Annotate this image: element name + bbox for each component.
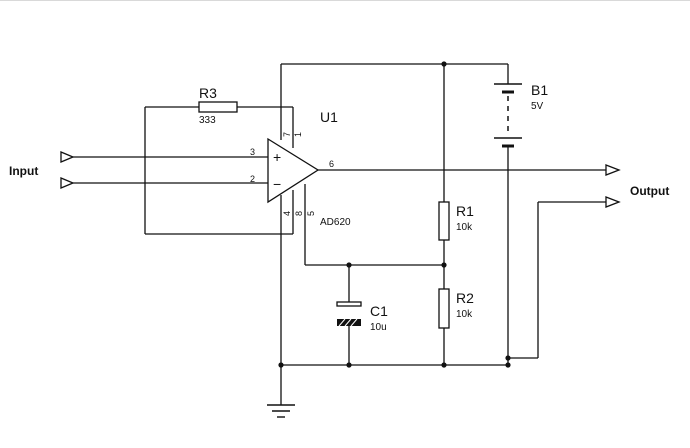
r1-ref-label: R1 xyxy=(456,203,474,219)
opamp-plus-symbol: + xyxy=(273,149,281,165)
u1-value-label: AD620 xyxy=(320,217,351,228)
c1-ref-label: C1 xyxy=(370,303,388,319)
pin-label-8: 8 xyxy=(294,211,304,216)
c1-value-label: 10u xyxy=(370,322,387,333)
junction-dot xyxy=(278,362,284,368)
pin-label-4: 4 xyxy=(282,211,292,216)
b1-value-label: 5V xyxy=(531,101,544,112)
r2-value-label: 10k xyxy=(456,309,473,320)
input-terminal-arrow xyxy=(60,177,75,189)
u1-ref-label: U1 xyxy=(320,109,338,125)
resistor-r2: R2 10k xyxy=(438,288,474,329)
output-label: Output xyxy=(630,184,669,198)
pin-label-5: 5 xyxy=(306,211,316,216)
pin-label-2: 2 xyxy=(250,174,255,184)
capacitor-c1: C1 10u xyxy=(336,301,388,333)
battery-b1: B1 5V xyxy=(494,82,548,148)
ground-icon xyxy=(267,404,295,418)
opamp-u1: + − U1 AD620 3 2 6 7 1 4 8 5 xyxy=(250,109,351,228)
c1-plate-bottom xyxy=(337,319,361,326)
r1-body xyxy=(438,201,450,241)
b1-ref-label: B1 xyxy=(531,82,548,98)
junction-dot xyxy=(441,262,447,268)
junction-dot xyxy=(505,355,511,361)
opamp-triangle xyxy=(267,137,320,204)
c1-plate-top xyxy=(336,301,362,307)
r2-ref-label: R2 xyxy=(456,290,474,306)
r2-body xyxy=(438,288,450,329)
output-terminal-arrow xyxy=(605,196,621,208)
top-border xyxy=(0,0,690,1)
input-terminal-arrow xyxy=(60,151,75,163)
pin-label-3: 3 xyxy=(250,147,255,157)
junction-dot xyxy=(441,61,447,67)
r3-ref-label: R3 xyxy=(199,85,217,101)
input-label: Input xyxy=(9,164,38,178)
output-terminal-arrow xyxy=(605,164,621,176)
pin-label-6: 6 xyxy=(329,159,334,169)
junction-dot xyxy=(346,362,352,368)
junction-dot xyxy=(505,362,511,368)
resistor-r1: R1 10k xyxy=(438,201,474,241)
junction-dots xyxy=(278,61,511,368)
r3-body xyxy=(198,101,238,113)
junction-dot xyxy=(346,262,352,268)
opamp-minus-symbol: − xyxy=(273,176,281,192)
resistor-r3: R3 333 xyxy=(198,85,238,126)
pin-label-7: 7 xyxy=(282,132,292,137)
pin-label-1: 1 xyxy=(293,132,303,137)
junction-dot xyxy=(441,362,447,368)
wires xyxy=(73,63,606,405)
r1-value-label: 10k xyxy=(456,222,473,233)
r3-value-label: 333 xyxy=(199,115,216,126)
